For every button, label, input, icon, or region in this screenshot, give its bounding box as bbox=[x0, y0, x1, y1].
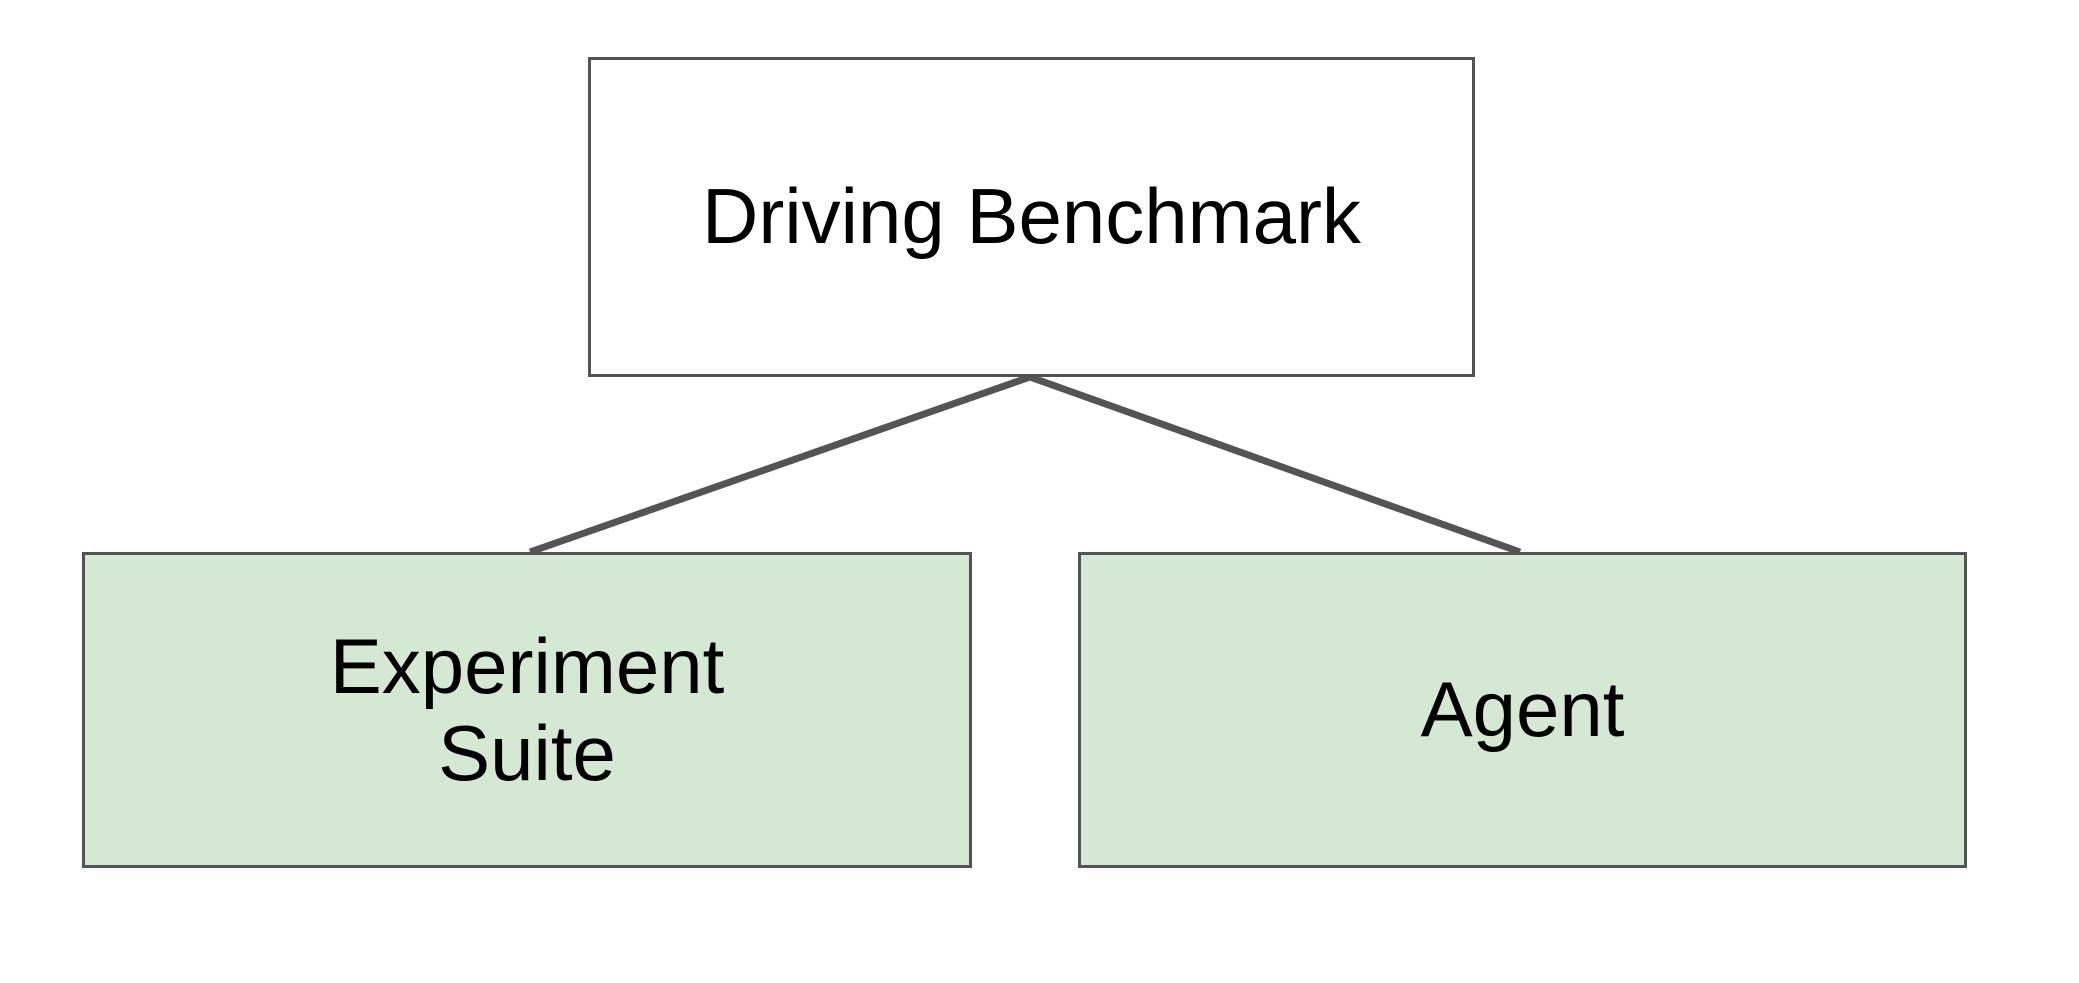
edge-root-to-experiment-suite bbox=[528, 373, 1032, 556]
node-driving-benchmark-label: Driving Benchmark bbox=[702, 172, 1361, 261]
node-driving-benchmark[interactable]: Driving Benchmark bbox=[588, 57, 1475, 377]
node-experiment-suite-label: Experiment Suite bbox=[329, 621, 725, 797]
node-agent-label: Agent bbox=[1420, 665, 1625, 754]
edge-root-to-agent bbox=[1028, 373, 1522, 556]
node-experiment-suite[interactable]: Experiment Suite bbox=[82, 552, 972, 868]
node-agent[interactable]: Agent bbox=[1078, 552, 1967, 868]
